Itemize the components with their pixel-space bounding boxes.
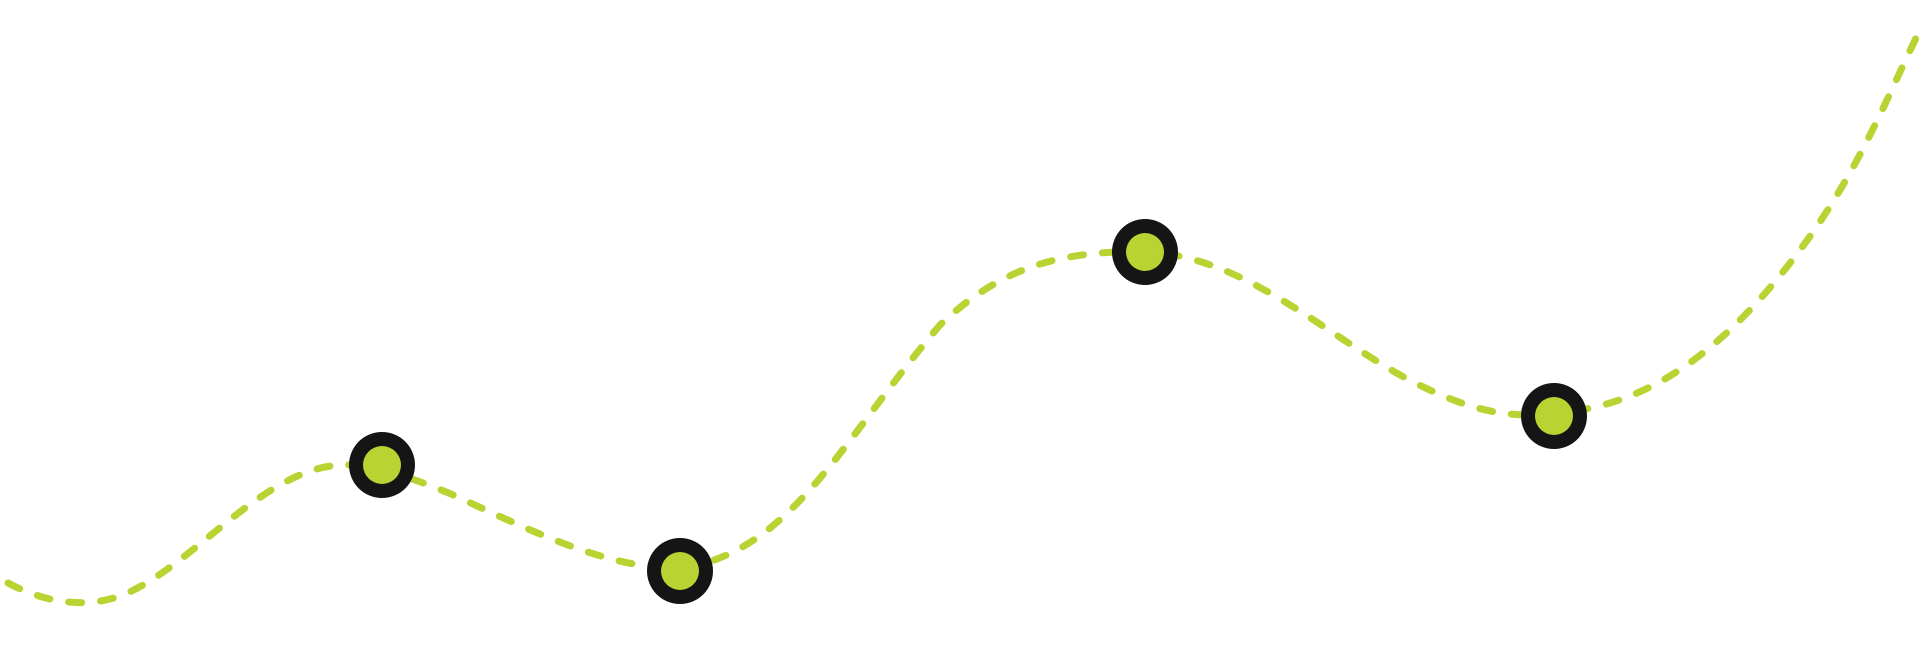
marker-dot xyxy=(1126,233,1164,271)
marker-dot xyxy=(661,552,699,590)
path-marker-1[interactable] xyxy=(349,432,415,498)
path-marker-2[interactable] xyxy=(647,538,713,604)
path-marker-3[interactable] xyxy=(1112,219,1178,285)
path-marker-4[interactable] xyxy=(1521,383,1587,449)
marker-layer xyxy=(349,219,1587,604)
dashed-journey-path xyxy=(4,26,1920,607)
marker-dot xyxy=(363,446,401,484)
marker-dot xyxy=(1535,397,1573,435)
